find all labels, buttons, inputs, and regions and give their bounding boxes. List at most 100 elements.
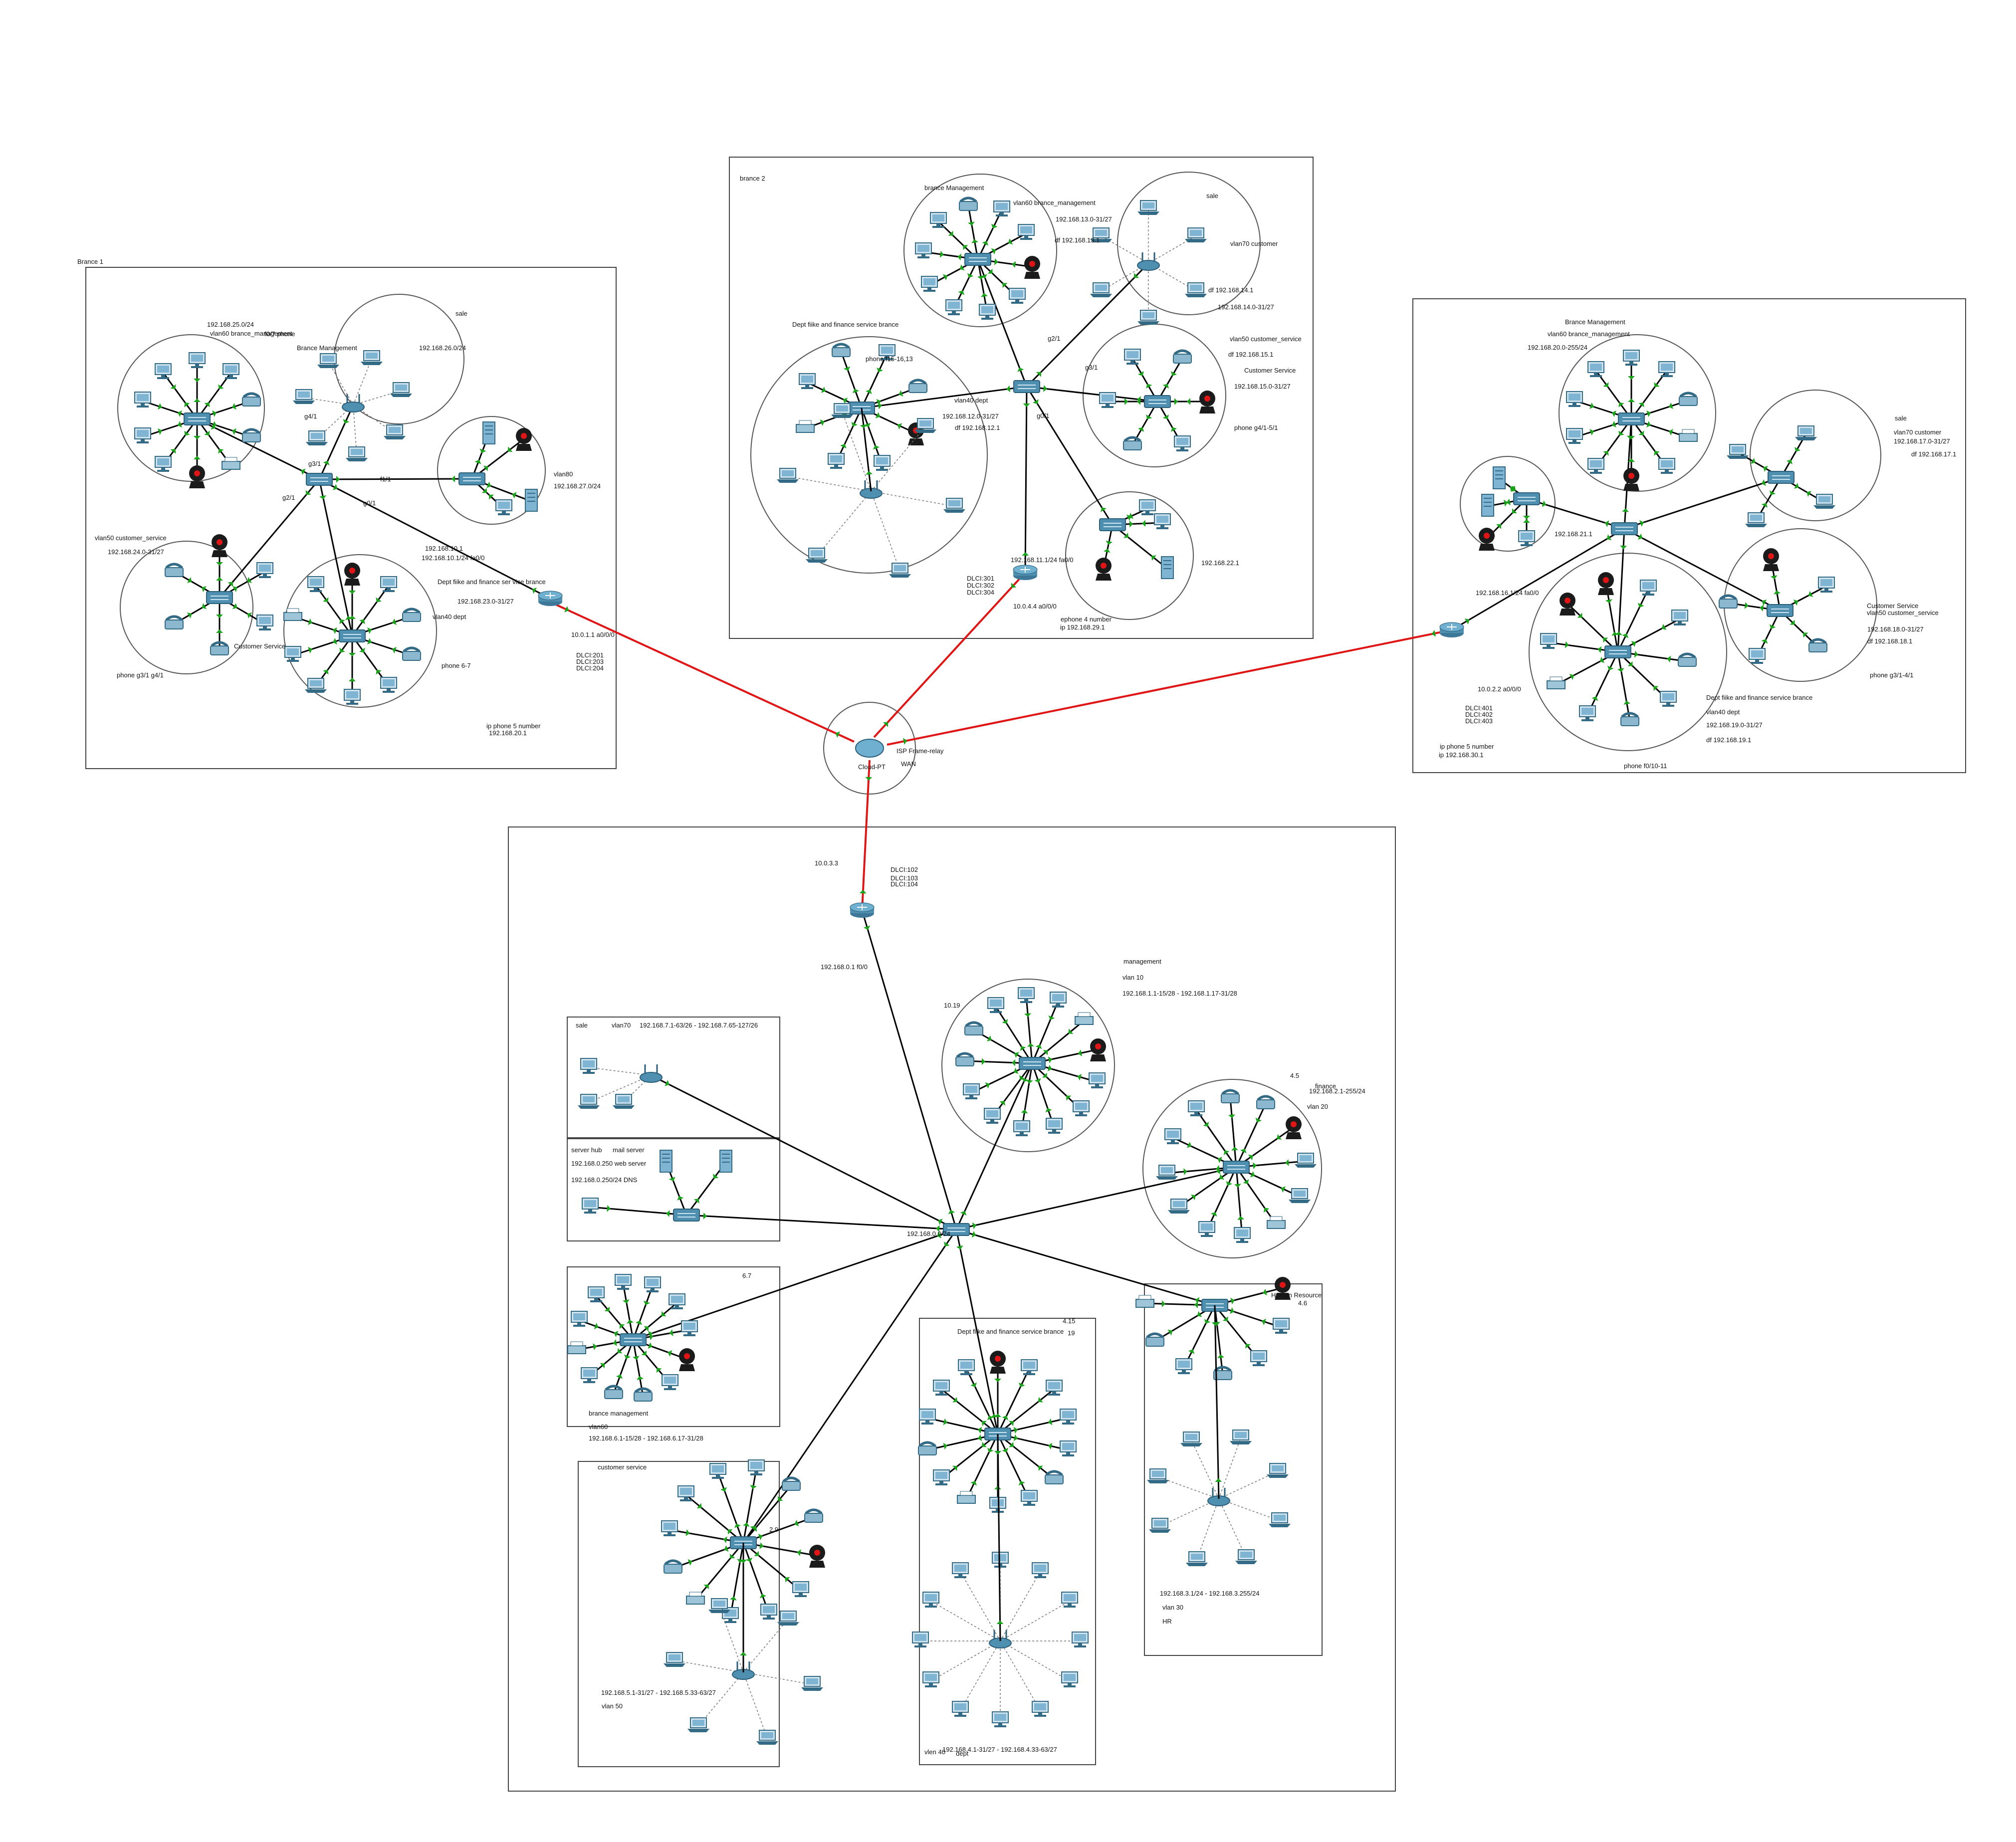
switch-icon[interactable] — [458, 472, 485, 485]
pc-icon[interactable] — [582, 1198, 599, 1214]
pc-icon[interactable] — [915, 242, 932, 259]
laptop-icon[interactable] — [1813, 494, 1836, 509]
printer-icon[interactable] — [222, 457, 240, 470]
phone-icon[interactable] — [782, 1478, 800, 1490]
pc-icon[interactable] — [963, 1083, 980, 1100]
pc-icon[interactable] — [930, 212, 947, 228]
webcam-icon[interactable] — [1623, 468, 1639, 491]
switch-icon[interactable] — [1099, 518, 1126, 531]
laptop-icon[interactable] — [1146, 1468, 1169, 1484]
pc-icon[interactable] — [344, 689, 361, 705]
pc-icon[interactable] — [1018, 224, 1035, 240]
pc-icon[interactable] — [1587, 458, 1604, 474]
pc-icon[interactable] — [984, 1108, 1001, 1124]
pc-icon[interactable] — [644, 1276, 661, 1293]
laptop-icon[interactable] — [1266, 1463, 1289, 1478]
pc-icon[interactable] — [1273, 1318, 1290, 1334]
laptop-icon[interactable] — [1185, 1551, 1208, 1567]
webcam-icon[interactable] — [344, 563, 360, 586]
pc-icon[interactable] — [380, 576, 397, 593]
pc-icon[interactable] — [952, 1562, 969, 1579]
pc-icon[interactable] — [912, 1632, 929, 1648]
pc-icon[interactable] — [1060, 1409, 1077, 1425]
phone-icon[interactable] — [1221, 1090, 1239, 1103]
pc-icon[interactable] — [1089, 1072, 1106, 1089]
pc-icon[interactable] — [1032, 1701, 1049, 1717]
pc-icon[interactable] — [189, 352, 206, 369]
webcam-icon[interactable] — [1090, 1038, 1106, 1061]
phone-icon[interactable] — [1146, 1334, 1164, 1346]
phone-icon[interactable] — [165, 616, 183, 629]
pc-icon[interactable] — [958, 1359, 975, 1376]
laptop-icon[interactable] — [1137, 310, 1160, 325]
pc-icon[interactable] — [1139, 499, 1156, 516]
phone-icon[interactable] — [403, 648, 421, 660]
pc-icon[interactable] — [1154, 513, 1171, 530]
pc-icon[interactable] — [1658, 361, 1675, 378]
pc-icon[interactable] — [495, 499, 512, 516]
pc-icon[interactable] — [1671, 610, 1688, 626]
pc-icon[interactable] — [828, 453, 845, 469]
webcam-icon[interactable] — [516, 428, 532, 451]
webcam-icon[interactable] — [1286, 1116, 1302, 1139]
phone-icon[interactable] — [918, 1442, 936, 1455]
router-icon[interactable] — [1439, 622, 1464, 638]
pc-icon[interactable] — [1250, 1350, 1267, 1367]
server-icon[interactable] — [1493, 466, 1506, 489]
pc-icon[interactable] — [1234, 1227, 1251, 1243]
laptop-icon[interactable] — [1288, 1188, 1311, 1204]
laptop-icon[interactable] — [1794, 425, 1817, 441]
switch-icon[interactable] — [1604, 645, 1631, 658]
pc-icon[interactable] — [919, 1409, 936, 1425]
server-icon[interactable] — [1481, 494, 1494, 517]
phone-icon[interactable] — [1679, 393, 1697, 406]
pc-icon[interactable] — [1818, 577, 1835, 593]
pc-icon[interactable] — [615, 1274, 632, 1290]
phone-icon[interactable] — [909, 380, 927, 393]
laptop-icon[interactable] — [305, 430, 328, 446]
pc-icon[interactable] — [1164, 1128, 1181, 1145]
printer-icon[interactable] — [1547, 676, 1566, 689]
pc-icon[interactable] — [760, 1604, 777, 1620]
phone-icon[interactable] — [1123, 437, 1141, 450]
pc-icon[interactable] — [1188, 1100, 1205, 1117]
pc-icon[interactable] — [1013, 1120, 1030, 1137]
pc-icon[interactable] — [1660, 691, 1677, 707]
pc-icon[interactable] — [588, 1286, 605, 1303]
laptop-icon[interactable] — [756, 1730, 779, 1745]
pc-icon[interactable] — [1021, 1490, 1038, 1506]
laptop-icon[interactable] — [831, 403, 854, 418]
phone-icon[interactable] — [242, 394, 260, 406]
router-icon[interactable] — [538, 591, 563, 607]
laptop-icon[interactable] — [390, 382, 413, 398]
printer-icon[interactable] — [1135, 1295, 1154, 1308]
pc-icon[interactable] — [709, 1463, 726, 1479]
phone-icon[interactable] — [242, 429, 260, 442]
printer-icon[interactable] — [957, 1491, 976, 1504]
laptop-icon[interactable] — [663, 1652, 686, 1667]
webcam-icon[interactable] — [990, 1351, 1006, 1374]
pc-icon[interactable] — [571, 1311, 588, 1327]
switch-icon[interactable] — [306, 473, 333, 486]
pc-icon[interactable] — [1175, 1358, 1192, 1375]
server-icon[interactable] — [1161, 556, 1174, 579]
pc-icon[interactable] — [661, 1520, 678, 1537]
pc-icon[interactable] — [799, 373, 816, 390]
pc-icon[interactable] — [1587, 361, 1604, 378]
laptop-icon[interactable] — [1268, 1512, 1291, 1528]
pc-icon[interactable] — [921, 276, 938, 292]
printer-icon[interactable] — [1679, 429, 1698, 442]
pc-icon[interactable] — [952, 1701, 969, 1717]
pc-icon[interactable] — [1174, 435, 1191, 452]
pc-icon[interactable] — [1032, 1562, 1049, 1579]
pc-icon[interactable] — [256, 614, 273, 631]
printer-icon[interactable] — [1267, 1216, 1286, 1229]
pc-icon[interactable] — [922, 1671, 939, 1688]
ap-icon[interactable] — [639, 1063, 663, 1083]
switch-icon[interactable] — [184, 412, 211, 425]
pc-icon[interactable] — [1021, 1359, 1038, 1376]
laptop-icon[interactable] — [1294, 1153, 1317, 1168]
pc-icon[interactable] — [581, 1367, 598, 1384]
laptop-icon[interactable] — [304, 678, 327, 693]
laptop-icon[interactable] — [317, 353, 340, 369]
